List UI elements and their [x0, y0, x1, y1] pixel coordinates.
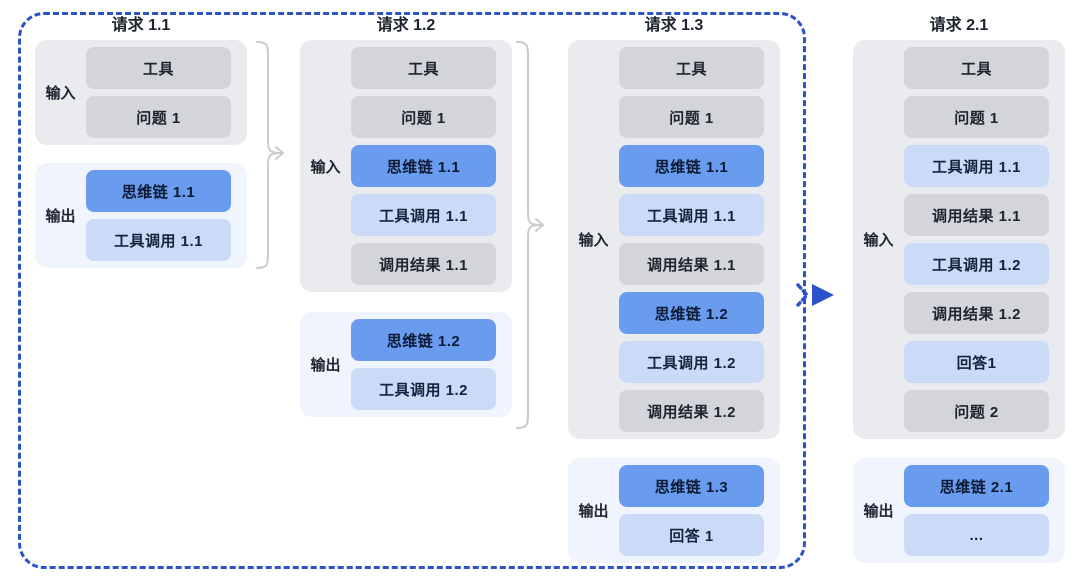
context-box: 工具调用 1.2: [904, 243, 1049, 285]
output-label: 输出: [863, 503, 894, 520]
context-box: 工具: [351, 47, 496, 89]
brace-arrow-2-icon: [516, 41, 544, 429]
box-stack: 思维链 1.3 回答 1: [619, 465, 764, 556]
request-column: 请求 1.1 输入工具问题 1 输出思维链 1.1 工具调用 1.1: [35, 14, 247, 268]
request-title: 请求 1.3: [644, 17, 704, 34]
context-box: 调用结果 1.1: [351, 243, 496, 285]
context-box: 问题 1: [904, 96, 1049, 138]
context-box: 思维链 1.1: [619, 145, 764, 187]
request-column: 请求 2.1 输入 工具问题 1 工具调用 1.1 调用结果 1.1 工具调用 1.2 调用…: [853, 14, 1065, 563]
output-group: 输出思维链 1.1 工具调用 1.1: [35, 163, 247, 268]
context-box: 工具: [619, 47, 764, 89]
context-box: 思维链 1.1: [86, 170, 231, 212]
box-stack: 思维链 1.2 工具调用 1.2: [351, 319, 496, 410]
input-label: 输入: [863, 232, 894, 249]
context-box: 工具调用 1.1: [351, 194, 496, 236]
context-box: 问题 1: [86, 96, 231, 138]
box-stack: 工具问题 1 思维链 1.1 工具调用 1.1 调用结果 1.1: [351, 47, 496, 285]
turn-arrow-icon: [796, 283, 834, 307]
request-column: 请求 1.3 输入 工具问题 1 思维链 1.1 工具调用 1.1 调用结果 1.1 思维链…: [568, 14, 780, 563]
context-box: 思维链 1.1: [351, 145, 496, 187]
context-box: 工具: [904, 47, 1049, 89]
context-box: 工具: [86, 47, 231, 89]
box-stack: 工具问题 1: [86, 47, 231, 138]
request-title: 请求 1.2: [376, 17, 436, 34]
context-box: 思维链 1.3: [619, 465, 764, 507]
context-box: 工具调用 1.2: [351, 368, 496, 410]
brace-arrow-1-icon: [256, 41, 284, 269]
context-box: 调用结果 1.2: [904, 292, 1049, 334]
box-stack: 工具问题 1 工具调用 1.1 调用结果 1.1 工具调用 1.2 调用结果 1.2 回答…: [904, 47, 1049, 432]
context-box: 回答1: [904, 341, 1049, 383]
output-label: 输出: [578, 503, 609, 520]
context-box: 问题 1: [619, 96, 764, 138]
output-label: 输出: [310, 357, 341, 374]
context-box: 工具调用 1.1: [904, 145, 1049, 187]
input-group: 输入 工具问题 1 思维链 1.1 工具调用 1.1 调用结果 1.1: [300, 40, 512, 292]
request-title: 请求 2.1: [929, 17, 989, 34]
input-group: 输入工具问题 1: [35, 40, 247, 145]
context-box: 调用结果 1.2: [619, 390, 764, 432]
input-label: 输入: [310, 158, 341, 176]
box-stack: 工具问题 1 思维链 1.1 工具调用 1.1 调用结果 1.1 思维链 1.2 工具调用…: [619, 47, 764, 432]
output-label: 输出: [45, 208, 76, 225]
context-box: 思维链 2.1: [904, 465, 1049, 507]
input-group: 输入 工具问题 1 工具调用 1.1 调用结果 1.1 工具调用 1.2 调用结果 1.2…: [853, 40, 1065, 439]
context-box: 思维链 1.2: [619, 292, 764, 334]
output-group: 输出思维链 1.2 工具调用 1.2: [300, 312, 512, 417]
context-box: 工具调用 1.1: [86, 219, 231, 261]
request-column: 请求 1.2 输入 工具问题 1 思维链 1.1 工具调用 1.1 调用结果 1.1 输出思…: [300, 14, 512, 417]
context-box: 调用结果 1.1: [619, 243, 764, 285]
output-group: 输出思维链 2.1...: [853, 458, 1065, 563]
context-box: 回答 1: [619, 514, 764, 556]
context-box: 调用结果 1.1: [904, 194, 1049, 236]
request-title: 请求 1.1: [111, 17, 171, 34]
input-label: 输入: [45, 85, 76, 102]
context-box: 工具调用 1.2: [619, 341, 764, 383]
output-group: 输出思维链 1.3 回答 1: [568, 458, 780, 563]
context-box: ...: [904, 514, 1049, 556]
input-label: 输入: [578, 232, 609, 249]
context-box: 工具调用 1.1: [619, 194, 764, 236]
context-box: 问题 1: [351, 96, 496, 138]
context-box: 思维链 1.2: [351, 319, 496, 361]
context-box: 问题 2: [904, 390, 1049, 432]
box-stack: 思维链 2.1...: [904, 465, 1049, 556]
box-stack: 思维链 1.1 工具调用 1.1: [86, 170, 231, 261]
